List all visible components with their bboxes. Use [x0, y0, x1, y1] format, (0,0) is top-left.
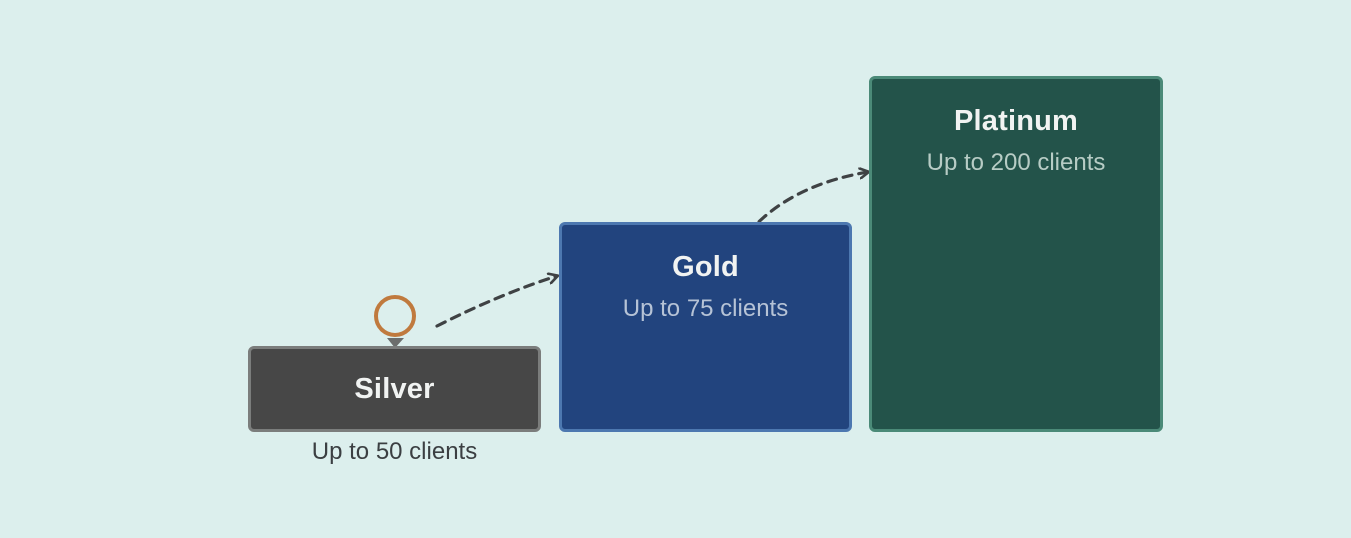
connector-arrow-silver-to-gold [435, 276, 557, 328]
tier-caption-gold: Up to 75 clients [622, 295, 789, 322]
tier-caption-platinum: Up to 200 clients [926, 149, 1106, 176]
tier-name-gold: Gold [672, 251, 739, 283]
connector-arrow-gold-to-platinum [746, 172, 868, 235]
location-pin-icon [374, 295, 416, 348]
tier-name-silver: Silver [354, 373, 435, 405]
tier-box-silver: Silver [248, 346, 541, 432]
tier-box-gold: Gold Up to 75 clients [559, 222, 852, 432]
tier-name-platinum: Platinum [953, 105, 1079, 137]
tier-box-platinum: Platinum Up to 200 clients [869, 76, 1163, 432]
tier-caption-silver: Up to 50 clients [311, 438, 478, 465]
